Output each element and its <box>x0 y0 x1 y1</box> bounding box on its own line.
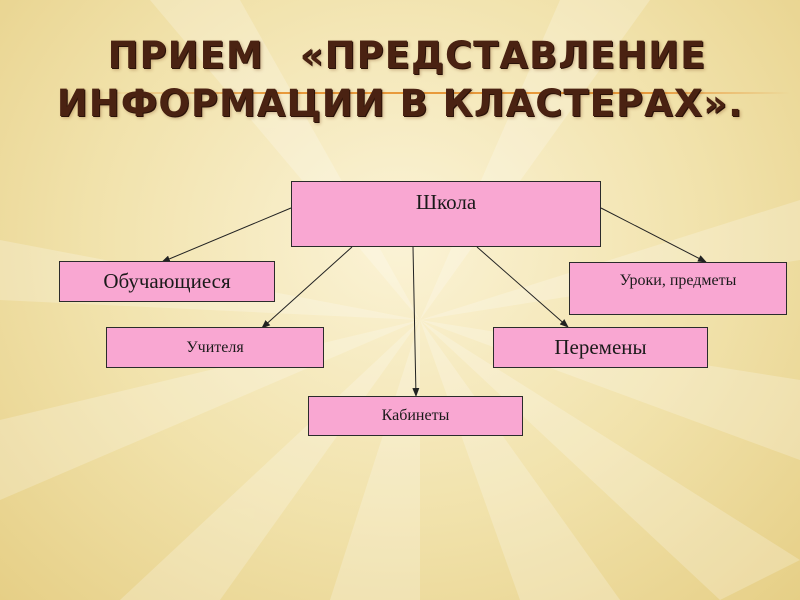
title-word-representation: «ПРЕДСТАВЛЕНИЕ <box>299 34 707 77</box>
connector-root-teachers <box>261 246 353 329</box>
slide-title-line-2: ИНФОРМАЦИИ В КЛАСТЕРАХ». <box>56 82 744 125</box>
connector-root-classrooms <box>412 246 420 397</box>
connector-root-breaks <box>476 246 569 328</box>
node-teachers: Учителя <box>106 327 324 368</box>
node-breaks-label: Перемены <box>554 335 647 359</box>
slide-title: ПРИЕМ «ПРЕДСТАВЛЕНИЕ ИНФОРМАЦИИ В КЛАСТЕР… <box>0 32 800 128</box>
node-students-label: Обучающиеся <box>103 269 231 293</box>
node-teachers-label: Учителя <box>186 338 244 356</box>
title-underline-decoration <box>100 92 790 94</box>
title-word-priem: ПРИЕМ <box>107 34 264 77</box>
connector-root-students <box>161 207 292 263</box>
node-lessons: Уроки, предметы <box>569 262 787 315</box>
node-classrooms: Кабинеты <box>308 396 523 436</box>
node-breaks: Перемены <box>493 327 708 368</box>
node-classrooms-label: Кабинеты <box>381 407 450 424</box>
connector-root-lessons <box>600 207 707 263</box>
node-school-label: Школа <box>415 190 477 214</box>
slide-title-line-1: ПРИЕМ «ПРЕДСТАВЛЕНИЕ <box>0 32 800 80</box>
node-students: Обучающиеся <box>59 261 275 302</box>
node-school: Школа <box>291 181 601 247</box>
node-lessons-label: Уроки, предметы <box>619 272 737 289</box>
